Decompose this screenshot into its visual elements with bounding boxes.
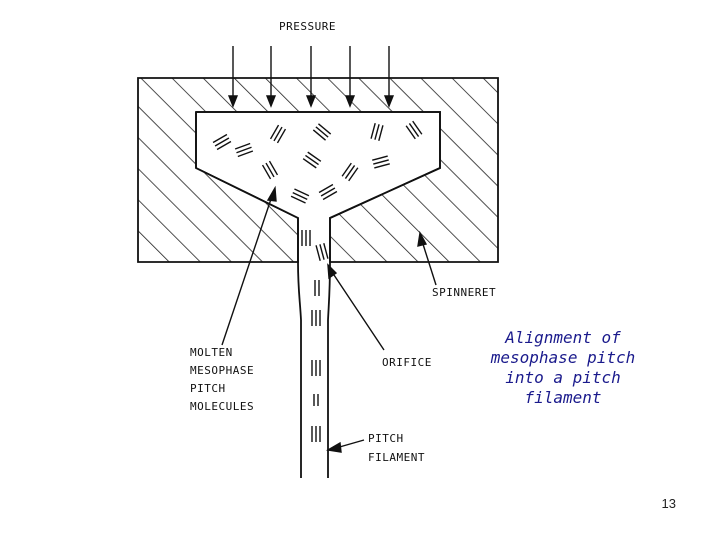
pressure-label: PRESSURE bbox=[279, 20, 336, 33]
leader-arrows bbox=[221, 185, 437, 453]
page-number: 13 bbox=[661, 496, 676, 511]
molten-label-line-2: MESOPHASE bbox=[190, 364, 254, 377]
slide-caption: Alignment of mesophase pitch into a pitc… bbox=[478, 328, 648, 408]
pressure-arrows bbox=[227, 46, 395, 108]
pitch-filament bbox=[297, 261, 331, 478]
molten-label-line-1: MOLTEN bbox=[190, 346, 233, 359]
filament-label-line-1: PITCH bbox=[368, 432, 404, 445]
filament-label-line-2: FILAMENT bbox=[368, 451, 425, 464]
die-cavity bbox=[195, 111, 441, 262]
caption-line-1: Alignment of bbox=[505, 328, 621, 347]
caption-line-3: into a pitch bbox=[505, 368, 621, 387]
caption-line-4: filament bbox=[524, 388, 602, 407]
molten-label-line-3: PITCH bbox=[190, 382, 226, 395]
spinneret-body bbox=[137, 77, 499, 263]
orifice-label: ORIFICE bbox=[382, 356, 432, 369]
caption-line-2: mesophase pitch bbox=[490, 348, 636, 367]
molten-label-line-4: MOLECULES bbox=[190, 400, 254, 413]
pitch-molecules bbox=[212, 120, 423, 442]
spinneret-label: SPINNERET bbox=[432, 286, 496, 299]
